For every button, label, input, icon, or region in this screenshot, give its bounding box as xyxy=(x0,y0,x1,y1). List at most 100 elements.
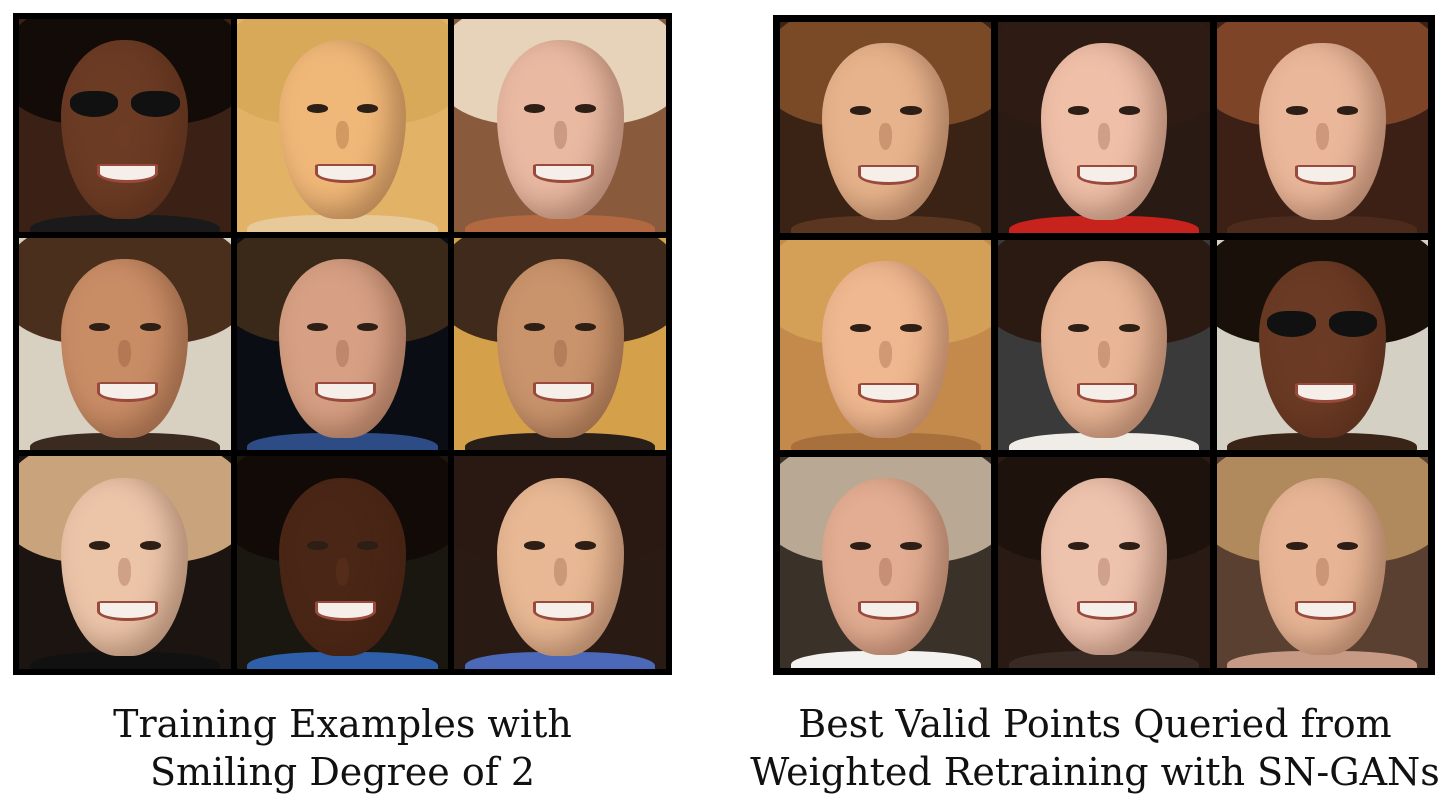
smile xyxy=(858,382,920,403)
generated-face-8 xyxy=(998,457,1210,668)
nose xyxy=(879,340,892,369)
smile xyxy=(314,163,376,184)
shirt xyxy=(1008,651,1200,668)
right-eye xyxy=(357,104,379,113)
generated-face-1 xyxy=(780,22,992,233)
head xyxy=(496,258,624,438)
shirt xyxy=(1227,433,1418,451)
left-eye xyxy=(1068,106,1090,115)
nose xyxy=(1315,123,1329,151)
left-eye xyxy=(849,541,871,551)
smile xyxy=(97,163,159,184)
generated-face-7 xyxy=(780,457,992,668)
generated-face-4 xyxy=(780,239,992,451)
head xyxy=(822,43,950,220)
nose xyxy=(336,121,349,149)
right-eye xyxy=(1118,323,1140,333)
training-face-4 xyxy=(19,237,231,451)
shirt xyxy=(1227,651,1418,668)
nose xyxy=(1315,340,1329,369)
generated-face-6 xyxy=(1216,239,1428,451)
left-caption: Training Examples with Smiling Degree of… xyxy=(13,700,672,796)
shirt xyxy=(29,651,221,669)
smile xyxy=(532,163,594,184)
right-eye xyxy=(1337,106,1359,115)
smile xyxy=(858,165,920,185)
right-eye xyxy=(357,541,379,550)
smile xyxy=(1294,382,1356,403)
left-eye xyxy=(1068,323,1090,333)
head xyxy=(822,260,950,438)
head xyxy=(278,477,406,657)
left-eye xyxy=(88,322,110,332)
shirt xyxy=(464,214,656,232)
shirt xyxy=(790,433,981,451)
right-eye xyxy=(574,541,597,550)
head xyxy=(278,258,406,438)
training-face-1 xyxy=(19,19,231,232)
right-eye xyxy=(574,104,597,113)
head xyxy=(496,40,624,219)
right-caption-line-2: Weighted Retraining with SN-GANs xyxy=(750,750,1440,794)
head xyxy=(61,477,189,657)
left-eye xyxy=(849,106,871,115)
training-face-3 xyxy=(454,19,666,232)
left-caption-line-2: Smiling Degree of 2 xyxy=(149,750,536,794)
nose xyxy=(879,558,892,586)
left-eye xyxy=(1286,106,1308,115)
head xyxy=(1258,43,1386,220)
nose xyxy=(336,558,349,587)
left-eye xyxy=(306,104,328,113)
left-eye xyxy=(524,322,546,332)
training-examples-grid xyxy=(13,13,672,675)
shirt xyxy=(790,651,981,668)
training-face-7 xyxy=(19,456,231,669)
head xyxy=(1040,260,1168,438)
nose xyxy=(118,121,132,149)
shirt xyxy=(464,433,656,451)
generated-face-5 xyxy=(998,239,1210,451)
head xyxy=(61,40,189,219)
shirt xyxy=(1008,215,1200,233)
smile xyxy=(1294,165,1356,185)
right-eye xyxy=(357,322,379,332)
right-eye xyxy=(574,322,597,332)
training-face-8 xyxy=(236,456,449,669)
generated-face-3 xyxy=(1216,22,1428,233)
head xyxy=(1258,478,1386,656)
head xyxy=(1040,478,1168,656)
right-eye xyxy=(139,541,161,550)
generated-face-2 xyxy=(998,22,1210,233)
head xyxy=(1258,260,1386,438)
nose xyxy=(553,339,567,368)
nose xyxy=(1097,123,1111,151)
best-valid-points-grid xyxy=(773,15,1435,675)
smile xyxy=(532,382,594,403)
smile xyxy=(97,382,159,403)
smile xyxy=(1076,165,1138,185)
right-eye xyxy=(900,323,922,333)
nose xyxy=(553,558,567,587)
right-eye xyxy=(139,322,161,332)
shirt xyxy=(247,214,438,232)
nose xyxy=(1315,558,1329,586)
right-eye xyxy=(900,541,922,551)
training-face-2 xyxy=(236,19,449,232)
head xyxy=(822,478,950,656)
smile xyxy=(1076,600,1138,621)
smile xyxy=(1294,600,1356,621)
sunglasses xyxy=(69,91,180,117)
right-eye xyxy=(1118,541,1140,551)
smile xyxy=(858,600,920,621)
shirt xyxy=(1227,215,1418,233)
nose xyxy=(118,339,132,368)
nose xyxy=(1097,558,1111,586)
right-eye xyxy=(900,106,922,115)
training-face-9 xyxy=(454,456,666,669)
head xyxy=(496,477,624,657)
right-eye xyxy=(1337,541,1359,551)
left-eye xyxy=(306,322,328,332)
left-eye xyxy=(1286,541,1308,551)
shirt xyxy=(29,433,221,451)
head xyxy=(61,258,189,438)
